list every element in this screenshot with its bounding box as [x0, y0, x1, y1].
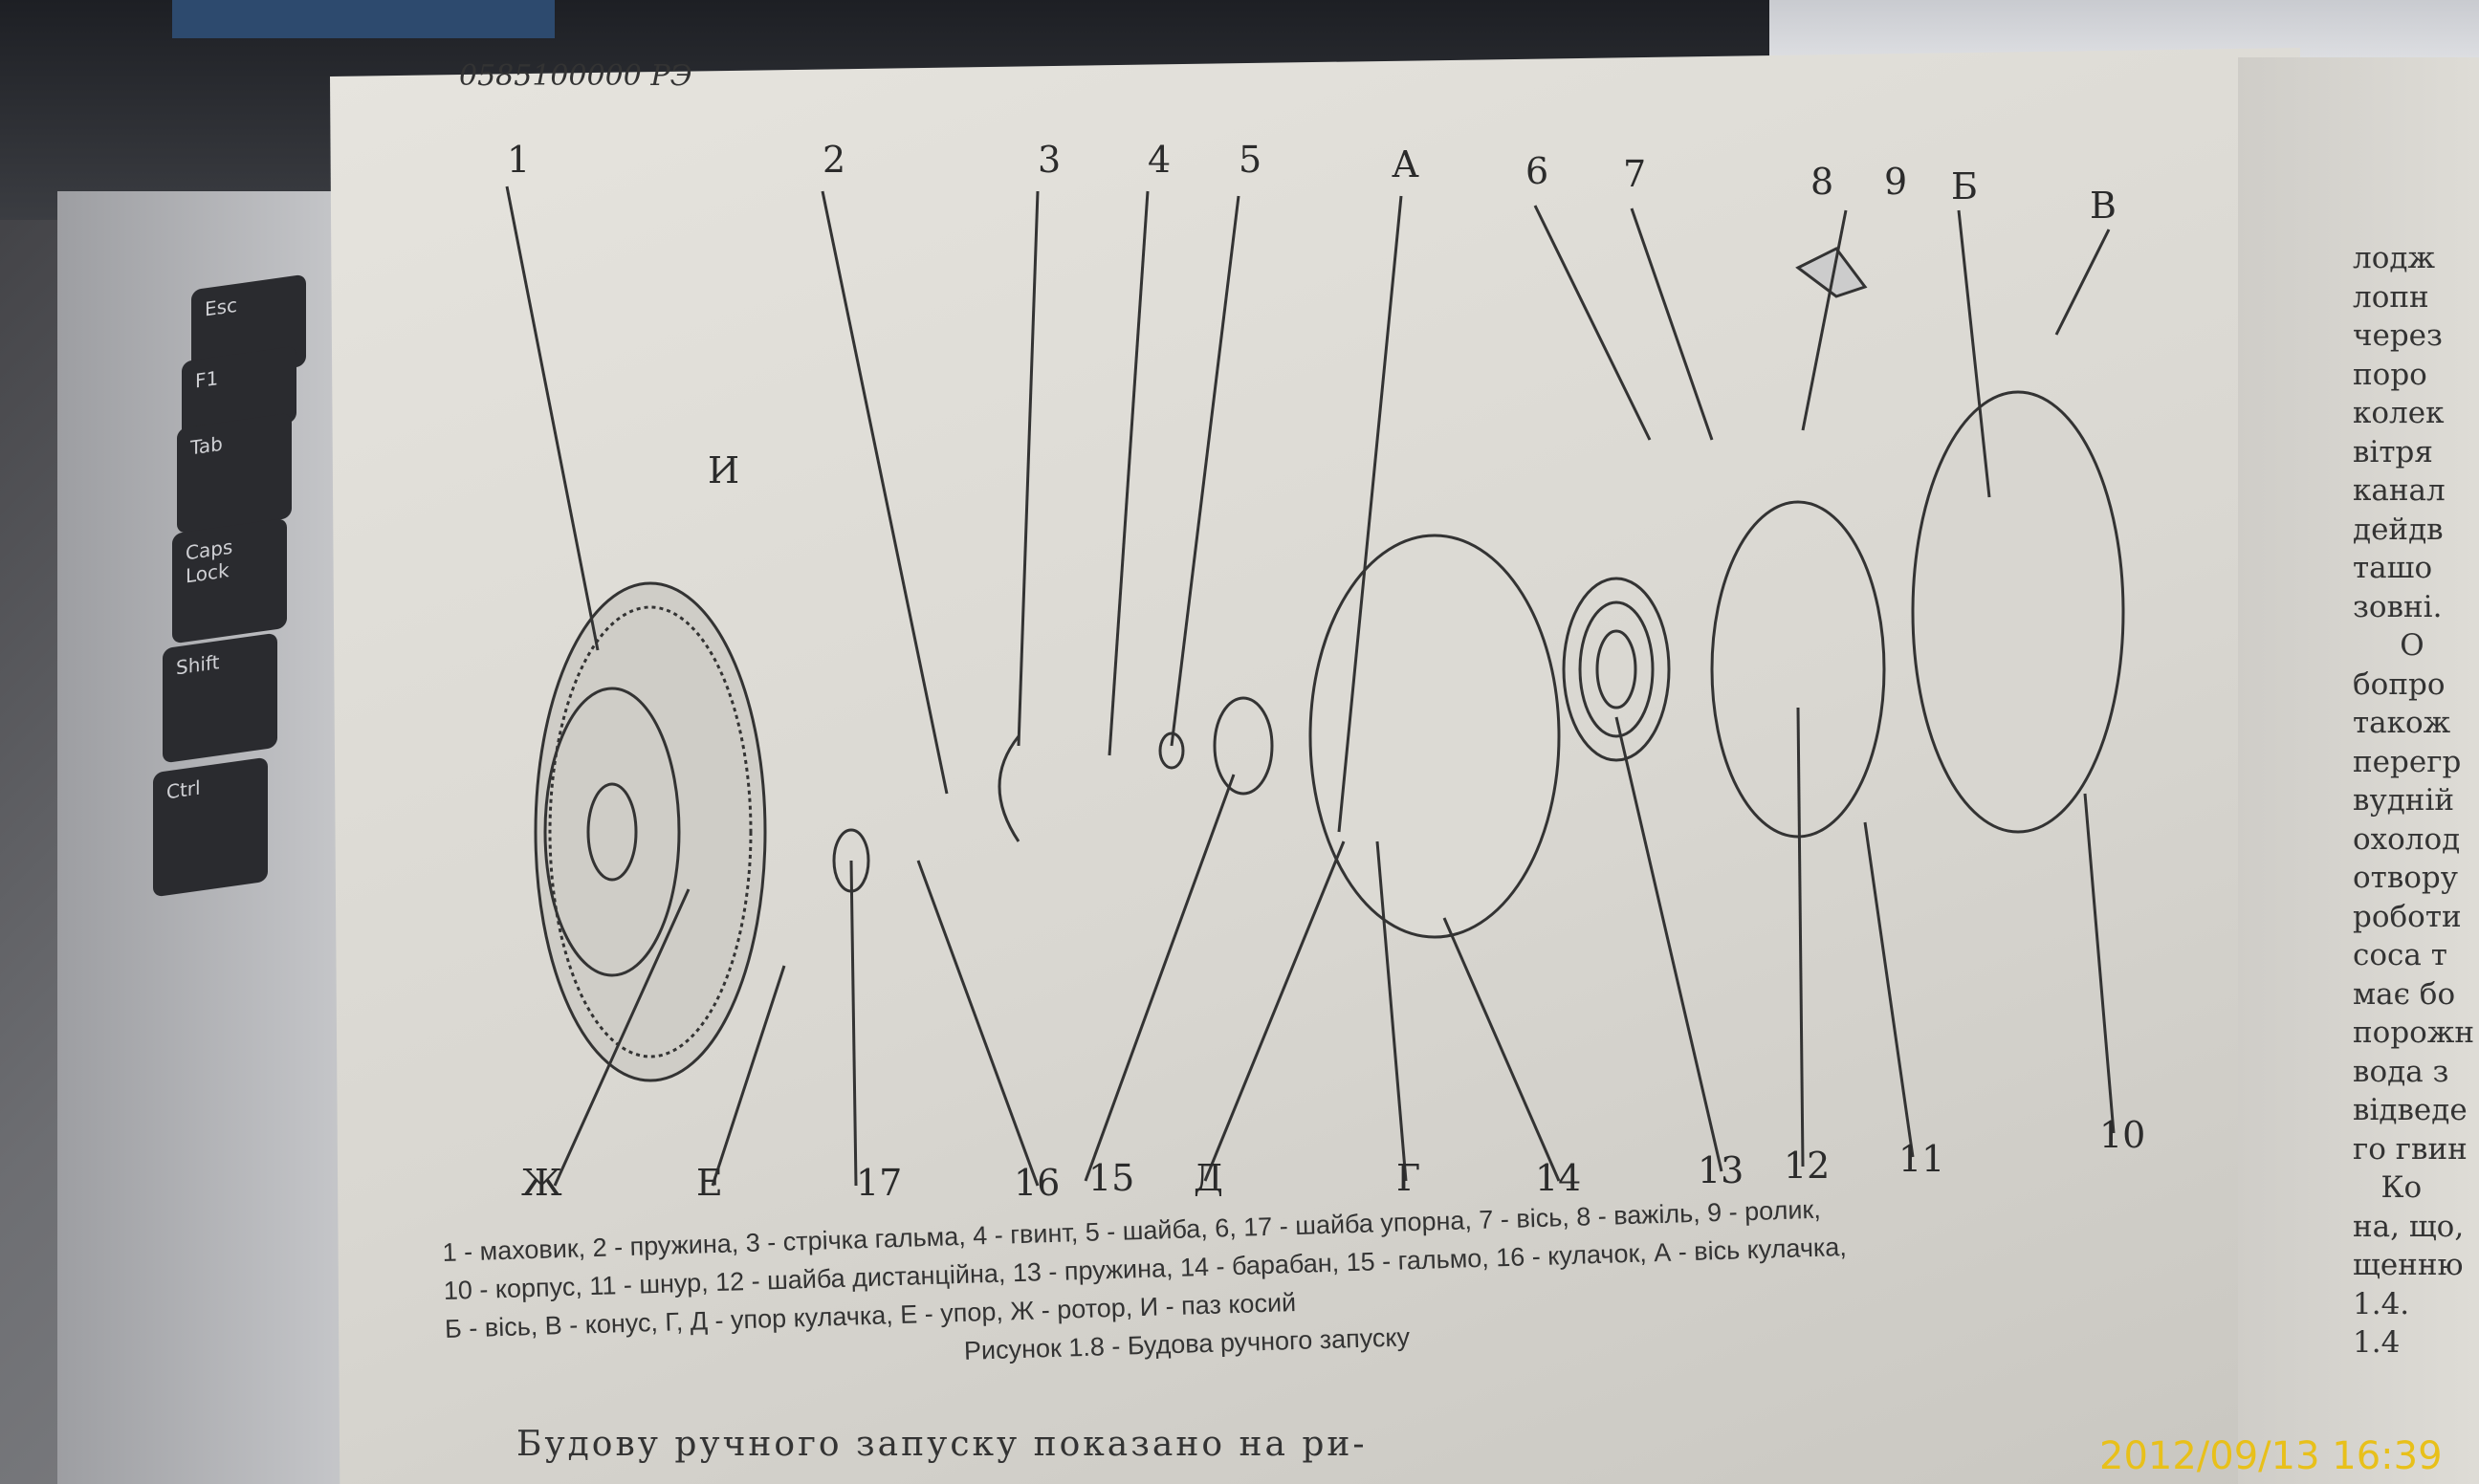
label-6: 6: [1525, 150, 1548, 192]
manual-page-right: [2238, 57, 2479, 1484]
label-zh: Ж: [521, 1162, 562, 1204]
body-text: Будову ручного запуску показано на ри-: [516, 1425, 1368, 1464]
label-11: 11: [1898, 1138, 1944, 1180]
label-5: 5: [1239, 139, 1261, 181]
label-14: 14: [1535, 1157, 1581, 1199]
housing-part: [1911, 390, 2125, 834]
drum-part: [1308, 534, 1561, 939]
part-labels-top: 1 2 3 4 5 А 6 7 8 9 Б В И: [507, 139, 2117, 491]
right-column-text: лодж лопн через поро колек вітря канал д…: [2353, 241, 2475, 1360]
part-labels-bottom: Ж Е 17 16 15 Д Г 14 13 12 11 10: [521, 1114, 2145, 1204]
label-13: 13: [1698, 1149, 1744, 1191]
label-12: 12: [1784, 1145, 1830, 1187]
label-a: А: [1392, 143, 1419, 186]
label-9: 9: [1884, 161, 1907, 203]
label-i: И: [708, 449, 739, 491]
label-10: 10: [2099, 1114, 2145, 1156]
label-17: 17: [856, 1162, 902, 1204]
taskbar: [172, 0, 555, 38]
washer-part: [1158, 731, 1185, 770]
label-d: Д: [1194, 1157, 1223, 1199]
flywheel-part: [534, 581, 767, 1082]
label-16: 16: [1014, 1162, 1060, 1204]
label-b: Б: [1951, 165, 1978, 207]
label-g: Г: [1396, 1157, 1420, 1199]
label-8: 8: [1810, 161, 1833, 203]
label-ye: Е: [696, 1162, 723, 1204]
lever-part: [1795, 247, 1868, 298]
document-code: 0585100000 РЭ: [459, 59, 692, 93]
label-3: 3: [1038, 139, 1061, 181]
label-2: 2: [823, 139, 845, 181]
label-15: 15: [1088, 1157, 1134, 1199]
label-4: 4: [1148, 139, 1171, 181]
brake-part: [1213, 696, 1274, 796]
label-v: В: [2090, 185, 2117, 227]
spring-part: [1562, 577, 1671, 762]
photo-timestamp: 2012/09/13 16:39: [2099, 1434, 2443, 1478]
brake-band-part: [998, 735, 1020, 842]
label-1: 1: [507, 139, 530, 181]
label-7: 7: [1623, 153, 1646, 195]
